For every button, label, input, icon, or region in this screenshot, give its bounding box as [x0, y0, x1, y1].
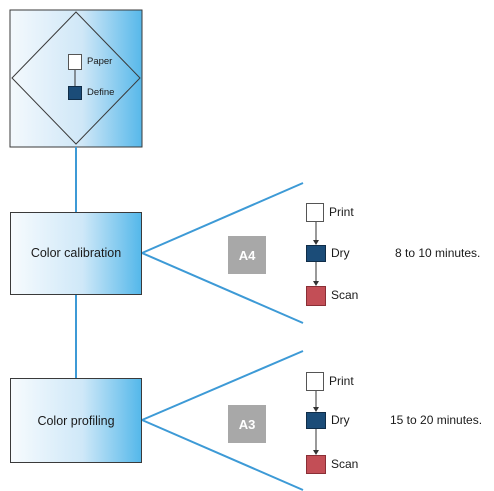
- step-label-print: Print: [329, 374, 354, 388]
- arrow-down-icon: [313, 450, 319, 455]
- define-icon: [68, 86, 82, 100]
- stage-box-color-profiling: Color profiling: [10, 378, 142, 463]
- step-label-dry: Dry: [331, 413, 350, 427]
- fan-line-lower-1: [141, 252, 304, 324]
- print-icon: [306, 372, 324, 391]
- arrow-down-icon: [313, 281, 319, 286]
- fan-line-lower-2: [141, 419, 304, 491]
- paper-icon: [68, 54, 82, 70]
- dry-icon: [306, 245, 326, 262]
- legend-box: [9, 9, 143, 148]
- stage-box-color-calibration: Color calibration: [10, 212, 142, 295]
- step-label-dry: Dry: [331, 246, 350, 260]
- stage-label: Color profiling: [37, 414, 115, 428]
- paper-size-badge: A4: [228, 236, 266, 274]
- fan-line-upper-1: [141, 182, 304, 254]
- step-label-scan: Scan: [331, 288, 359, 302]
- scan-icon: [306, 286, 326, 306]
- stage-label: Color calibration: [30, 246, 122, 260]
- arrow-down-icon: [313, 240, 319, 245]
- step-label-print: Print: [329, 205, 354, 219]
- legend-define-label: Define: [87, 87, 115, 98]
- duration-label: 15 to 20 minutes.: [390, 413, 483, 427]
- duration-label: 8 to 10 minutes.: [395, 246, 481, 260]
- print-icon: [306, 203, 324, 222]
- step-label-scan: Scan: [331, 457, 359, 471]
- arrow-down-icon: [313, 407, 319, 412]
- paper-size-badge: A3: [228, 405, 266, 443]
- scan-icon: [306, 455, 326, 474]
- dry-icon: [306, 412, 326, 429]
- fan-line-upper-2: [141, 350, 304, 421]
- legend-paper-label: Paper: [87, 56, 113, 67]
- legend-diamond: [11, 11, 141, 145]
